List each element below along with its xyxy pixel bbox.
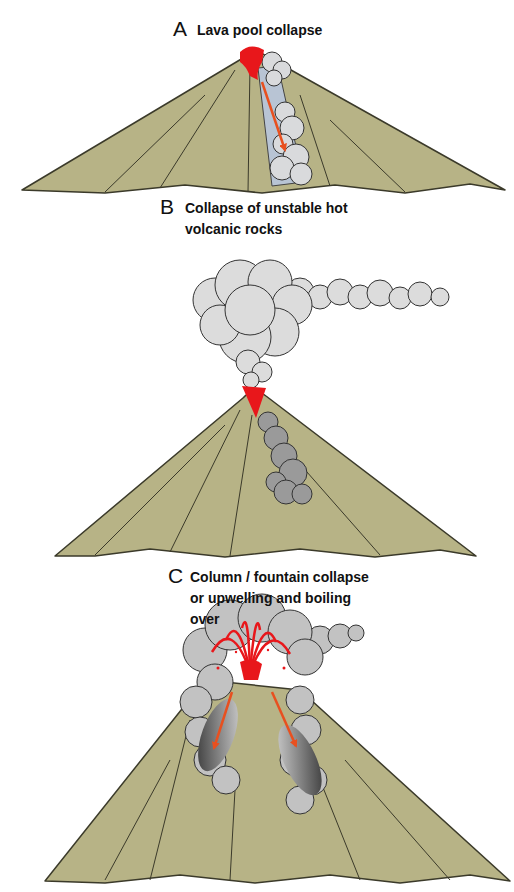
eruption-cloud bbox=[193, 260, 449, 388]
panel-letter: A bbox=[173, 17, 197, 41]
lava-fountain bbox=[240, 659, 262, 680]
density-current bbox=[190, 694, 331, 801]
flow-arrow bbox=[262, 82, 285, 150]
eruption-cloud bbox=[367, 280, 393, 306]
collapse-cloud bbox=[212, 766, 240, 794]
panel-title: Lava pool collapse bbox=[197, 20, 397, 41]
panel-letter: C bbox=[168, 564, 192, 588]
lava-pool bbox=[240, 46, 264, 80]
ash-cloud bbox=[290, 163, 312, 185]
lava-fountain bbox=[217, 667, 220, 670]
flow-arrow bbox=[214, 692, 296, 748]
rockfall-flow bbox=[258, 412, 312, 504]
volcano-cone bbox=[95, 410, 380, 556]
collapse-cloud bbox=[180, 686, 212, 718]
flow-arrow bbox=[214, 692, 232, 748]
eruption-cloud bbox=[243, 372, 259, 388]
volcano-cone bbox=[22, 51, 505, 193]
volcano-cone bbox=[55, 391, 476, 557]
lava-pool bbox=[240, 46, 264, 80]
lava-fountain bbox=[267, 649, 269, 651]
ash-cloud bbox=[266, 70, 282, 86]
lava-fountain bbox=[235, 651, 237, 653]
volcano-cone bbox=[105, 720, 450, 880]
eruption-cloud bbox=[389, 287, 411, 309]
density-current bbox=[269, 719, 330, 801]
collapse-cloud bbox=[287, 639, 323, 675]
volcano-cone bbox=[55, 391, 476, 557]
panel-title: Collapse of unstable hot volcanic rocks bbox=[185, 198, 375, 240]
volcano-cone bbox=[105, 65, 405, 192]
rockfall-flow bbox=[292, 484, 312, 504]
volcano-cone bbox=[45, 680, 510, 883]
panel-letter: B bbox=[160, 195, 184, 219]
lava-fountain bbox=[212, 622, 290, 680]
eruption-cloud bbox=[408, 282, 432, 306]
ash-cloud bbox=[262, 52, 312, 185]
volcano-cone bbox=[45, 680, 510, 883]
volcano-cone bbox=[22, 51, 505, 193]
eruption-cloud bbox=[225, 285, 275, 335]
flow-arrow bbox=[272, 692, 296, 746]
eruption-cloud bbox=[431, 288, 449, 306]
collapse-cloud bbox=[348, 625, 364, 641]
panel-title: Column / fountain collapse or upwelling … bbox=[190, 567, 380, 630]
lava-fountain bbox=[283, 667, 286, 670]
collapse-cloud bbox=[286, 686, 314, 714]
flow-arrow bbox=[262, 82, 285, 150]
